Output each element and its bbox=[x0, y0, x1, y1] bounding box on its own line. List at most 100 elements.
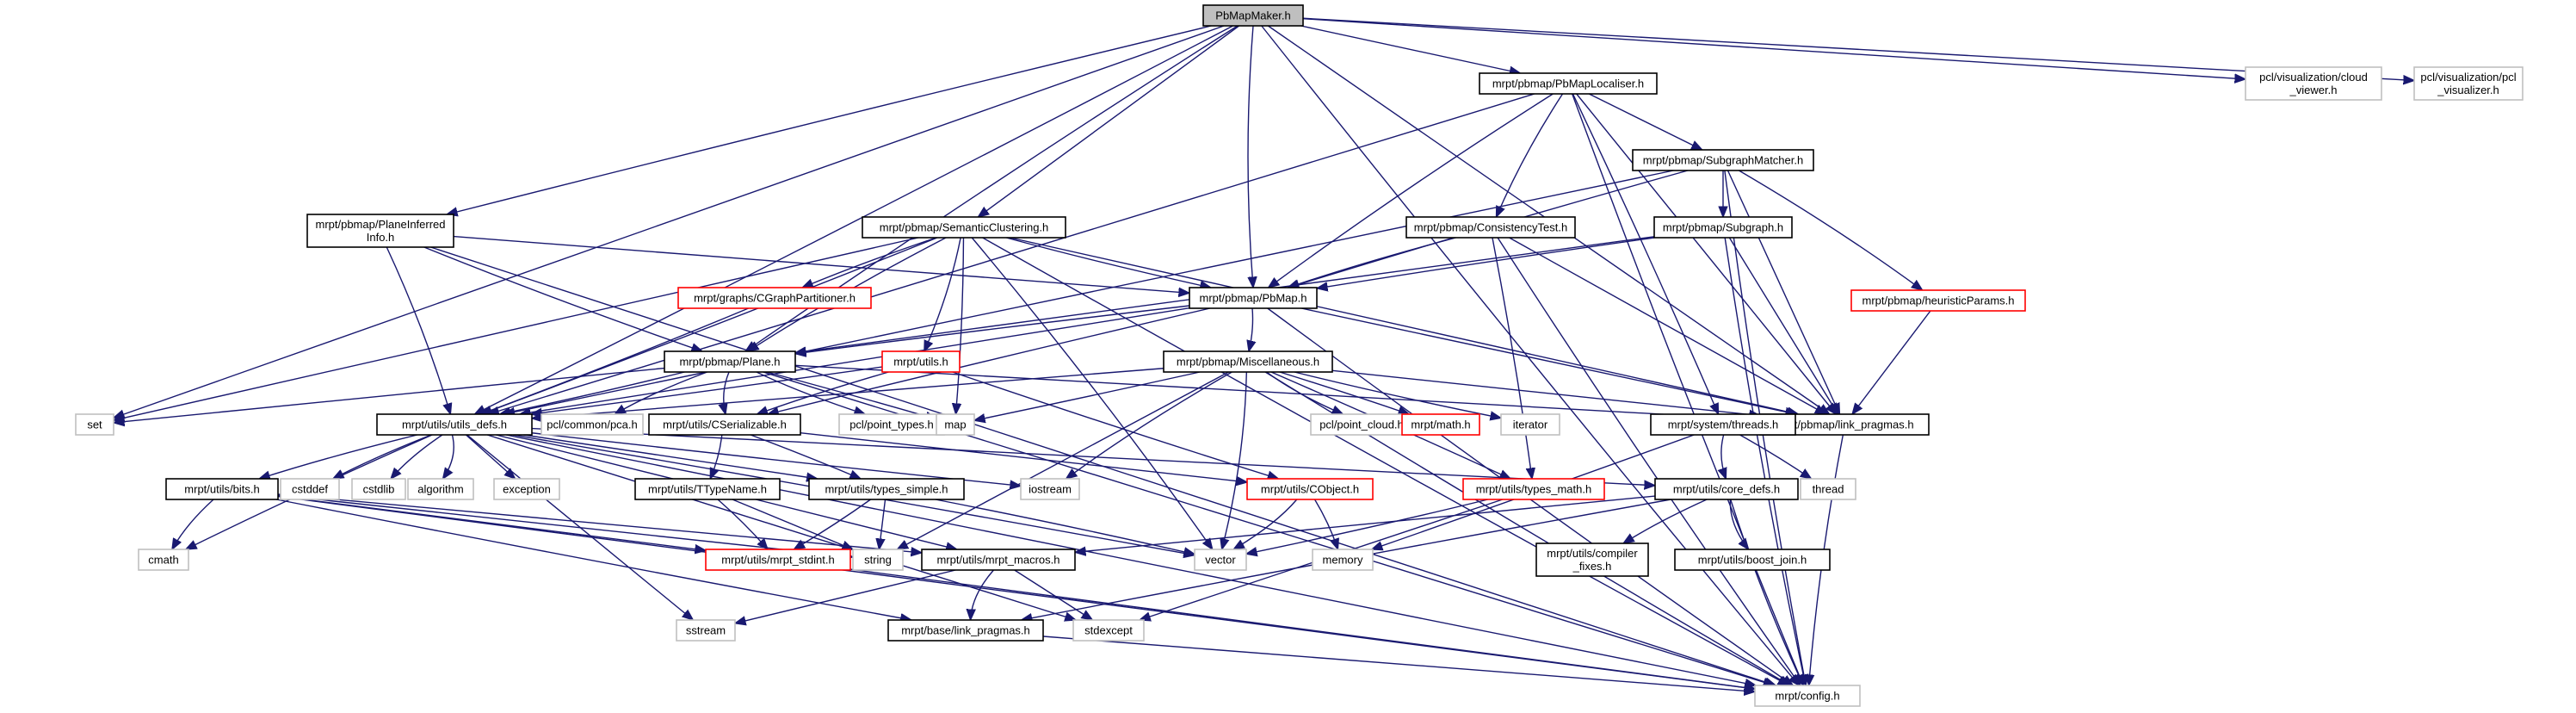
node-pbmapmaker[interactable]: PbMapMaker.h bbox=[1202, 4, 1304, 27]
node-pclvis[interactable]: pcl/visualization/pcl_visualizer.h bbox=[2413, 66, 2523, 101]
node-box-vector bbox=[1194, 549, 1247, 571]
node-vector[interactable]: vector bbox=[1194, 549, 1247, 571]
edge-utilsdefs-to-bits bbox=[259, 434, 417, 479]
node-semantic[interactable]: mrpt/pbmap/SemanticClustering.h bbox=[862, 216, 1066, 239]
node-label-sstream: sstream bbox=[686, 624, 726, 637]
node-box-semantic bbox=[862, 216, 1066, 239]
node-compilerfixes[interactable]: mrpt/utils/compiler_fixes.h bbox=[1535, 542, 1649, 577]
node-label-cloudviewer-1: _viewer.h bbox=[2289, 84, 2338, 96]
node-thread[interactable]: thread bbox=[1800, 478, 1856, 500]
edge-typessimple-to-vector bbox=[935, 499, 1195, 555]
node-label-config: mrpt/config.h bbox=[1775, 690, 1839, 703]
node-subgraph[interactable]: mrpt/pbmap/Subgraph.h bbox=[1653, 216, 1793, 239]
node-config[interactable]: mrpt/config.h bbox=[1754, 685, 1861, 707]
node-label-mrptmacros: mrpt/utils/mrpt_macros.h bbox=[936, 554, 1059, 567]
node-subgraphmatcher[interactable]: mrpt/pbmap/SubgraphMatcher.h bbox=[1632, 149, 1814, 171]
node-boostjoin[interactable]: mrpt/utils/boost_join.h bbox=[1674, 549, 1831, 571]
node-pca[interactable]: pcl/common/pca.h bbox=[541, 413, 644, 436]
node-cgraph[interactable]: mrpt/graphs/CGraphPartitioner.h bbox=[677, 287, 872, 309]
edge-baselink-to-config bbox=[1042, 636, 1755, 691]
edge-semantic-to-utilsh bbox=[924, 237, 961, 351]
edge-semantic-to-config bbox=[982, 237, 1789, 685]
edge-subgraph-to-pbmap bbox=[1317, 237, 1655, 288]
node-cstddef[interactable]: cstddef bbox=[280, 478, 340, 500]
node-baselink[interactable]: mrpt/base/link_pragmas.h bbox=[887, 619, 1044, 642]
node-exception[interactable]: exception bbox=[493, 478, 560, 500]
edge-cserial-to-typessimple bbox=[750, 434, 861, 479]
node-label-coredefs: mrpt/utils/core_defs.h bbox=[1673, 483, 1780, 496]
node-box-thread bbox=[1800, 478, 1856, 500]
edge-pbmap-to-cserial bbox=[768, 307, 1211, 414]
node-mrptstdint[interactable]: mrpt/utils/mrpt_stdint.h bbox=[705, 549, 851, 571]
node-algorithm[interactable]: algorithm bbox=[407, 478, 474, 500]
node-math[interactable]: mrpt/math.h bbox=[1401, 413, 1480, 436]
edge-ttypename-to-string bbox=[732, 499, 853, 549]
edge-ttypename-to-mrptstdint bbox=[717, 499, 768, 549]
edge-misc-to-vector bbox=[1222, 371, 1248, 549]
edge-pbmapmaker-to-utilsdefs bbox=[474, 25, 1233, 414]
node-map[interactable]: map bbox=[936, 413, 975, 436]
edge-pbmapmaker-to-set bbox=[114, 25, 1225, 418]
node-box-memory bbox=[1312, 549, 1374, 571]
node-string[interactable]: string bbox=[852, 549, 904, 571]
edge-bits-to-mrptmacros bbox=[277, 493, 922, 553]
node-cmath[interactable]: cmath bbox=[138, 549, 189, 571]
node-box-coredefs bbox=[1654, 478, 1799, 500]
node-localiser[interactable]: mrpt/pbmap/PbMapLocaliser.h bbox=[1479, 72, 1658, 95]
node-label-pclvis-0: pcl/visualization/pcl bbox=[2420, 71, 2516, 84]
node-cobject[interactable]: mrpt/utils/CObject.h bbox=[1246, 478, 1374, 500]
node-bits[interactable]: mrpt/utils/bits.h bbox=[165, 478, 279, 500]
node-plane[interactable]: mrpt/pbmap/Plane.h bbox=[664, 350, 796, 373]
node-box-algorithm bbox=[407, 478, 474, 500]
node-label-cloudviewer-0: pcl/visualization/cloud bbox=[2259, 71, 2368, 84]
node-typessimple[interactable]: mrpt/utils/types_simple.h bbox=[808, 478, 965, 500]
node-box-boostjoin bbox=[1674, 549, 1831, 571]
node-utilsdefs[interactable]: mrpt/utils/utils_defs.h bbox=[376, 413, 533, 436]
node-utilsh[interactable]: mrpt/utils.h bbox=[881, 350, 961, 373]
node-heuristic[interactable]: mrpt/pbmap/heuristicParams.h bbox=[1850, 289, 2026, 312]
node-cstdlib[interactable]: cstdlib bbox=[351, 478, 406, 500]
node-box-planeinferred bbox=[306, 214, 454, 248]
edge-planeinferred-to-plane bbox=[423, 246, 702, 351]
edge-cserial-to-cobject bbox=[800, 432, 1247, 482]
edge-subgraph-to-config bbox=[1724, 237, 1806, 685]
node-label-threads: mrpt/system/threads.h bbox=[1668, 418, 1779, 431]
node-label-subgraphmatcher: mrpt/pbmap/SubgraphMatcher.h bbox=[1643, 154, 1803, 167]
node-label-planeinferred-0: mrpt/pbmap/PlaneInferred bbox=[315, 218, 445, 231]
edge-misc-to-iostream bbox=[1066, 371, 1232, 479]
node-threads[interactable]: mrpt/system/threads.h bbox=[1650, 413, 1796, 436]
node-mrptmacros[interactable]: mrpt/utils/mrpt_macros.h bbox=[921, 549, 1076, 571]
node-label-vector: vector bbox=[1205, 554, 1236, 567]
node-cserial[interactable]: mrpt/utils/CSerializable.h bbox=[648, 413, 801, 436]
edge-utilsdefs-to-exception bbox=[465, 434, 515, 479]
node-box-cgraph bbox=[677, 287, 872, 309]
node-coredefs[interactable]: mrpt/utils/core_defs.h bbox=[1654, 478, 1799, 500]
node-ttypename[interactable]: mrpt/utils/TTypeName.h bbox=[634, 478, 781, 500]
node-box-cmath bbox=[138, 549, 189, 571]
node-sstream[interactable]: sstream bbox=[676, 619, 736, 642]
edge-misc-to-string bbox=[897, 371, 1229, 549]
node-consistency[interactable]: mrpt/pbmap/ConsistencyTest.h bbox=[1405, 216, 1576, 239]
node-pbmap[interactable]: mrpt/pbmap/PbMap.h bbox=[1189, 287, 1318, 309]
node-pointcloud[interactable]: pcl/point_cloud.h bbox=[1310, 413, 1413, 436]
edge-plane-to-utilsdefs bbox=[500, 371, 685, 414]
node-set[interactable]: set bbox=[75, 413, 114, 436]
node-label-pointcloud: pcl/point_cloud.h bbox=[1319, 418, 1404, 431]
node-box-pointtypes bbox=[838, 413, 945, 436]
node-cloudviewer[interactable]: pcl/visualization/cloud_viewer.h bbox=[2245, 66, 2382, 101]
node-label-pclvis-1: _visualizer.h bbox=[2437, 84, 2499, 96]
node-misc[interactable]: mrpt/pbmap/Miscellaneous.h bbox=[1163, 350, 1333, 373]
node-label-utilsdefs: mrpt/utils/utils_defs.h bbox=[402, 418, 507, 431]
edge-localiser-to-pbmap bbox=[1269, 93, 1554, 288]
node-stdexcept[interactable]: stdexcept bbox=[1072, 619, 1145, 642]
node-iterator[interactable]: iterator bbox=[1500, 413, 1560, 436]
node-memory[interactable]: memory bbox=[1312, 549, 1374, 571]
node-iostream[interactable]: iostream bbox=[1020, 478, 1080, 500]
node-label-set: set bbox=[87, 418, 102, 431]
node-box-pointcloud bbox=[1310, 413, 1413, 436]
node-pointtypes[interactable]: pcl/point_types.h bbox=[838, 413, 945, 436]
node-typesmath[interactable]: mrpt/utils/types_math.h bbox=[1462, 478, 1605, 500]
edge-bits-to-cmath bbox=[172, 499, 214, 549]
node-label-localiser: mrpt/pbmap/PbMapLocaliser.h bbox=[1492, 78, 1644, 90]
